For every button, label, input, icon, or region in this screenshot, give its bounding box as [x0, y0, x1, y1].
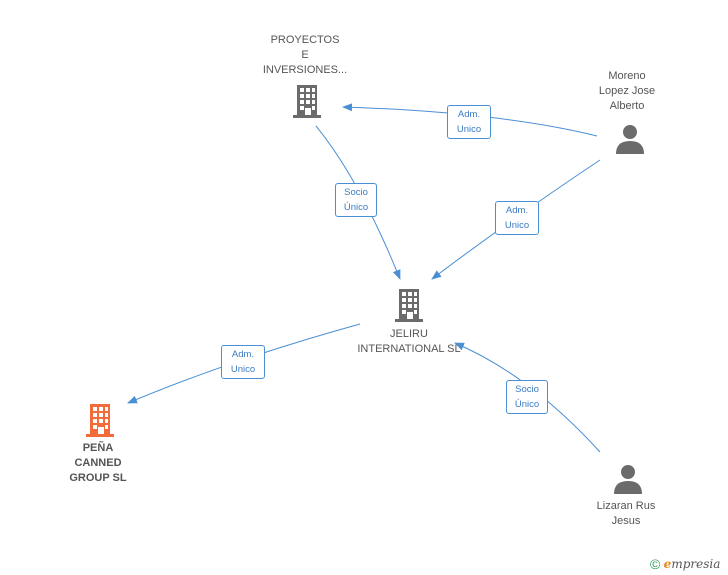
edge-label-lizaran-jeliru: Socio Único — [506, 380, 548, 414]
edge-label-moreno-proyectos: Adm. Unico — [447, 105, 491, 139]
brand-logo: empresia — [664, 557, 721, 571]
node-label-line: Lizaran Rus — [596, 500, 656, 512]
brand-initial: e — [663, 557, 672, 571]
node-label-line: PEÑA — [82, 442, 114, 454]
edge-label-line: Único — [343, 202, 369, 213]
brand-footer: © empresia — [650, 556, 720, 572]
node-label-pena[interactable]: PEÑA CANNED GROUP SL — [48, 441, 148, 486]
node-label-line: Moreno — [608, 70, 646, 82]
node-label-line: INVERSIONES... — [262, 64, 348, 76]
edge-label-line: Unico — [504, 220, 530, 231]
node-label-line: CANNED — [74, 457, 122, 469]
edge-label-line: Adm. — [505, 205, 529, 216]
node-label-line: INTERNATIONAL SL — [357, 343, 461, 355]
edge-label-jeliru-pena: Adm. Unico — [221, 345, 265, 379]
node-label-line: PROYECTOS — [270, 34, 340, 46]
node-label-line: E — [301, 49, 309, 61]
person-icon[interactable] — [612, 463, 644, 495]
building-icon[interactable] — [84, 402, 116, 438]
edge-label-line: Unico — [230, 364, 256, 375]
node-label-line: Lopez Jose — [598, 85, 656, 97]
person-icon[interactable] — [614, 123, 646, 155]
node-label-proyectos[interactable]: PROYECTOS E INVERSIONES... — [255, 33, 355, 78]
node-label-line: Alberto — [609, 100, 645, 112]
node-label-jeliru[interactable]: JELIRU INTERNATIONAL SL — [349, 327, 469, 357]
node-label-lizaran[interactable]: Lizaran Rus Jesus — [576, 499, 676, 529]
node-label-line: JELIRU — [390, 328, 428, 340]
edge-label-proyectos-jeliru: Socio Único — [335, 183, 377, 217]
edge-label-line: Adm. — [457, 109, 481, 120]
brand-name: mpresia — [671, 557, 721, 571]
building-icon[interactable] — [291, 83, 323, 119]
building-icon[interactable] — [393, 287, 425, 323]
edge-label-line: Adm. — [231, 349, 255, 360]
node-label-moreno[interactable]: Moreno Lopez Jose Alberto — [577, 69, 677, 114]
node-label-line: Jesus — [611, 515, 641, 527]
edge-label-line: Socio — [515, 384, 539, 395]
edge-label-line: Socio — [344, 187, 368, 198]
node-label-line: GROUP SL — [69, 472, 127, 484]
edge-label-moreno-jeliru: Adm. Unico — [495, 201, 539, 235]
copyright-icon: © — [650, 556, 661, 572]
edge-label-line: Unico — [456, 124, 482, 135]
edge-label-line: Único — [514, 399, 540, 410]
